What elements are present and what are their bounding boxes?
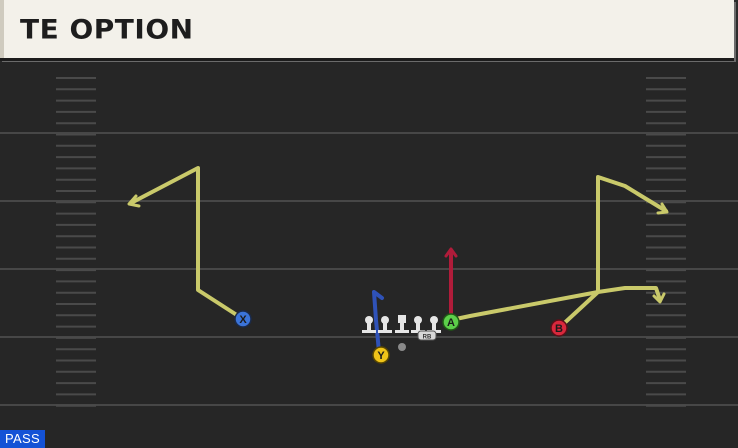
- b-route-arrowhead: [652, 292, 666, 304]
- y-route: [372, 290, 384, 354]
- hash-marks-right: [646, 77, 686, 407]
- lineman: [378, 316, 392, 333]
- player-a-label: A: [447, 317, 455, 329]
- player-x[interactable]: X: [234, 310, 252, 328]
- play-type-badge: PASS: [0, 430, 45, 448]
- rb-label: RB: [423, 335, 432, 341]
- b-corner-route-arrowhead: [656, 202, 669, 215]
- quarterback-marker: [398, 343, 406, 351]
- x-route: [129, 166, 245, 321]
- player-y[interactable]: Y: [372, 346, 390, 364]
- a-route-arrowhead: [444, 247, 458, 258]
- rb-marker: RB: [417, 330, 437, 341]
- player-b[interactable]: B: [550, 319, 568, 337]
- player-b-label: B: [555, 323, 563, 335]
- b-corner-route: [557, 175, 668, 330]
- player-a[interactable]: A: [442, 313, 460, 331]
- b-route: [449, 286, 662, 322]
- yard-lines: [0, 132, 738, 406]
- hash-marks-left: [56, 77, 96, 407]
- player-x-label: X: [239, 314, 247, 326]
- football-field: [0, 62, 738, 448]
- lineman: [362, 316, 376, 333]
- play-title: TE OPTION: [20, 13, 194, 46]
- x-route-arrowhead: [127, 194, 141, 208]
- title-bar: TE OPTION: [0, 0, 734, 61]
- player-y-label: Y: [377, 350, 385, 362]
- lineman: [427, 316, 441, 333]
- lineman: [411, 316, 425, 333]
- center: [395, 315, 409, 333]
